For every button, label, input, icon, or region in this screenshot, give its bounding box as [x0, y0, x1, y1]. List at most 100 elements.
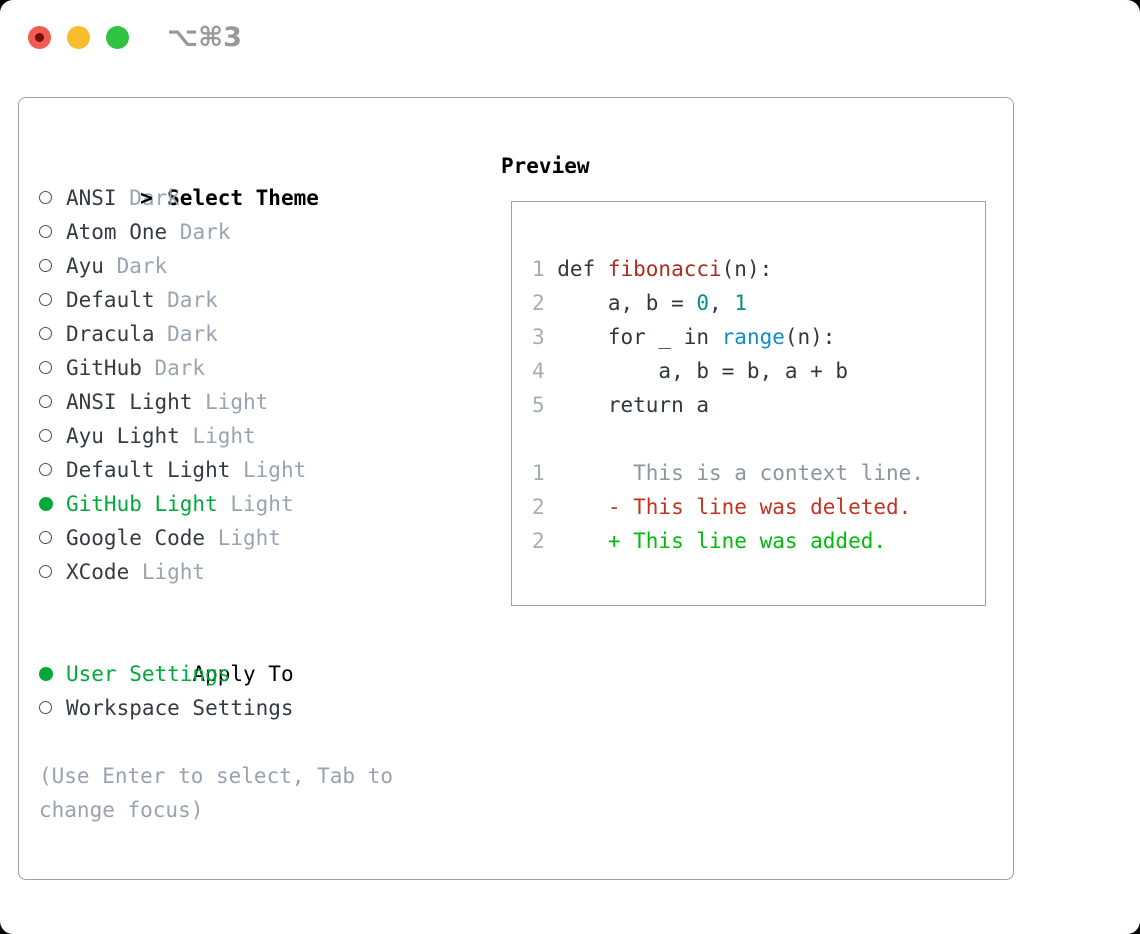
code-token: return a — [557, 393, 709, 417]
theme-variant: Dark — [141, 356, 206, 380]
theme-variant: Light — [230, 458, 307, 482]
code-token: range — [721, 325, 785, 349]
theme-option[interactable]: Dracula Dark — [39, 317, 463, 351]
window-shortcut-label: ⌥⌘3 — [167, 22, 242, 53]
theme-option[interactable]: ANSI Light Light — [39, 385, 463, 419]
radio-selected-icon — [39, 657, 66, 691]
code-line: 4 a, b = b, a + b — [532, 354, 924, 388]
theme-variant: Dark — [167, 220, 231, 244]
option-label: Ayu Light — [66, 424, 180, 448]
radio-icon — [39, 351, 66, 385]
radio-icon — [39, 215, 66, 249]
line-number: 2 — [532, 495, 545, 519]
theme-option[interactable]: Ayu Light Light — [39, 419, 463, 453]
option-label: ANSI Light — [66, 390, 193, 414]
option-label: ANSI — [66, 186, 117, 210]
radio-selected-icon — [39, 487, 66, 521]
radio-icon — [39, 521, 66, 555]
code-line — [532, 422, 924, 456]
theme-option[interactable]: Ayu Dark — [39, 249, 463, 283]
code-token: (n): — [721, 257, 773, 281]
code-line: 1 def fibonacci(n): — [532, 252, 924, 286]
line-number: 4 — [532, 359, 545, 383]
code-token: + This line was added. — [557, 529, 887, 553]
radio-icon — [39, 249, 66, 283]
theme-variant: Dark — [154, 288, 218, 312]
line-number: 1 — [532, 461, 545, 485]
radio-icon — [39, 283, 66, 317]
code-token: a, b = b, a + b — [557, 359, 849, 383]
code-token: a, b = — [557, 291, 697, 315]
theme-option[interactable]: Atom One Dark — [39, 215, 463, 249]
code-line: 1 This is a context line. — [532, 456, 924, 490]
theme-variant: Dark — [116, 186, 180, 210]
code-line: 2 a, b = 0, 1 — [532, 286, 924, 320]
code-token: - This line was deleted. — [557, 495, 912, 519]
apply-to-header: Apply To — [39, 623, 463, 686]
option-label: Dracula — [66, 322, 155, 346]
code-token: def — [557, 257, 608, 281]
apply-option[interactable]: Workspace Settings — [39, 691, 463, 725]
theme-variant: Dark — [154, 322, 218, 346]
line-number: 3 — [532, 325, 545, 349]
code-line: 3 for _ in range(n): — [532, 320, 924, 354]
code-token: (n): — [784, 325, 836, 349]
code-token: fibonacci — [607, 257, 722, 281]
radio-icon — [39, 385, 66, 419]
code-token: 0 — [696, 291, 710, 315]
radio-icon — [39, 555, 66, 589]
line-number: 2 — [532, 529, 545, 553]
theme-variant: Light — [205, 526, 281, 550]
theme-variant: Light — [129, 560, 206, 584]
option-label: GitHub — [66, 356, 142, 380]
hint-text: (Use Enter to select, Tab to change focu… — [39, 764, 394, 822]
code-line: 5 return a — [532, 388, 924, 422]
minimize-button-icon[interactable] — [67, 26, 90, 49]
select-theme-title: Select Theme — [167, 186, 319, 210]
line-number: 2 — [532, 291, 545, 315]
zoom-button-icon[interactable] — [106, 26, 129, 49]
apply-to-title: Apply To — [192, 662, 294, 686]
theme-option[interactable]: XCode Light — [39, 555, 463, 589]
code-token: for _ in — [557, 325, 722, 349]
option-label: User Settings — [66, 662, 231, 686]
apply-to-indent — [165, 657, 192, 691]
option-label: Google Code — [66, 526, 206, 550]
code-token: 1 — [734, 291, 747, 315]
theme-option[interactable]: GitHub Light Light — [39, 487, 463, 521]
option-label: GitHub Light — [66, 492, 218, 516]
apply-option[interactable]: User Settings — [39, 657, 463, 691]
radio-icon — [39, 691, 66, 725]
option-label: XCode — [66, 560, 130, 584]
radio-icon — [39, 317, 66, 351]
code-token: This is a context line. — [557, 461, 924, 485]
line-number: 5 — [532, 393, 545, 417]
titlebar: ⌥⌘3 — [0, 0, 1140, 74]
theme-option[interactable]: ANSI Dark — [39, 181, 463, 215]
radio-icon — [39, 419, 66, 453]
theme-option[interactable]: Google Code Light — [39, 521, 463, 555]
close-button-icon[interactable] — [28, 26, 51, 49]
theme-option[interactable]: Default Dark — [39, 283, 463, 317]
theme-variant: Light — [217, 492, 294, 516]
radio-icon — [39, 453, 66, 487]
code-line: 2 + This line was added. — [532, 524, 924, 558]
theme-option[interactable]: Default Light Light — [39, 453, 463, 487]
theme-option[interactable]: GitHub Dark — [39, 351, 463, 385]
option-label: Default — [66, 288, 155, 312]
select-theme-header: > Select Theme — [39, 147, 463, 210]
prompt-icon: > — [140, 186, 153, 210]
line-number: 1 — [532, 257, 545, 281]
option-label: Default Light — [66, 458, 231, 482]
preview-title: Preview — [501, 154, 590, 178]
radio-icon — [39, 181, 66, 215]
option-label: Workspace Settings — [66, 696, 294, 720]
theme-variant: Light — [179, 424, 256, 448]
theme-variant: Light — [192, 390, 269, 414]
